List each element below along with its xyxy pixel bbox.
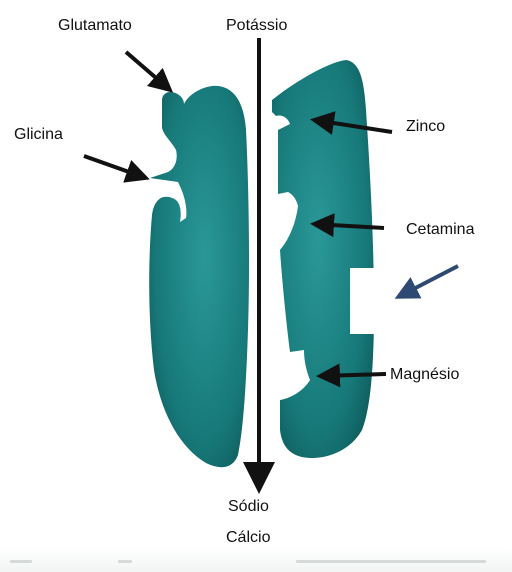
glutamato-arrow [126, 52, 170, 90]
left-channel-subunit [149, 86, 249, 467]
faint-artifact [10, 560, 32, 563]
faint-artifact [118, 560, 132, 563]
highlight-arrow [400, 266, 458, 296]
magnesio-arrow [320, 374, 386, 376]
label-potassio: Potássio [226, 17, 287, 34]
blank-label-box [350, 268, 384, 334]
label-calcio: Cálcio [226, 529, 271, 546]
label-glicina: Glicina [14, 126, 63, 143]
label-glutamato: Glutamato [58, 17, 132, 34]
label-cetamina: Cetamina [406, 221, 475, 238]
glicina-arrow [84, 156, 146, 178]
faint-artifact [296, 560, 486, 563]
label-magnesio: Magnésio [390, 366, 459, 383]
label-zinco: Zinco [406, 118, 445, 135]
label-sodio: Sódio [228, 498, 269, 515]
